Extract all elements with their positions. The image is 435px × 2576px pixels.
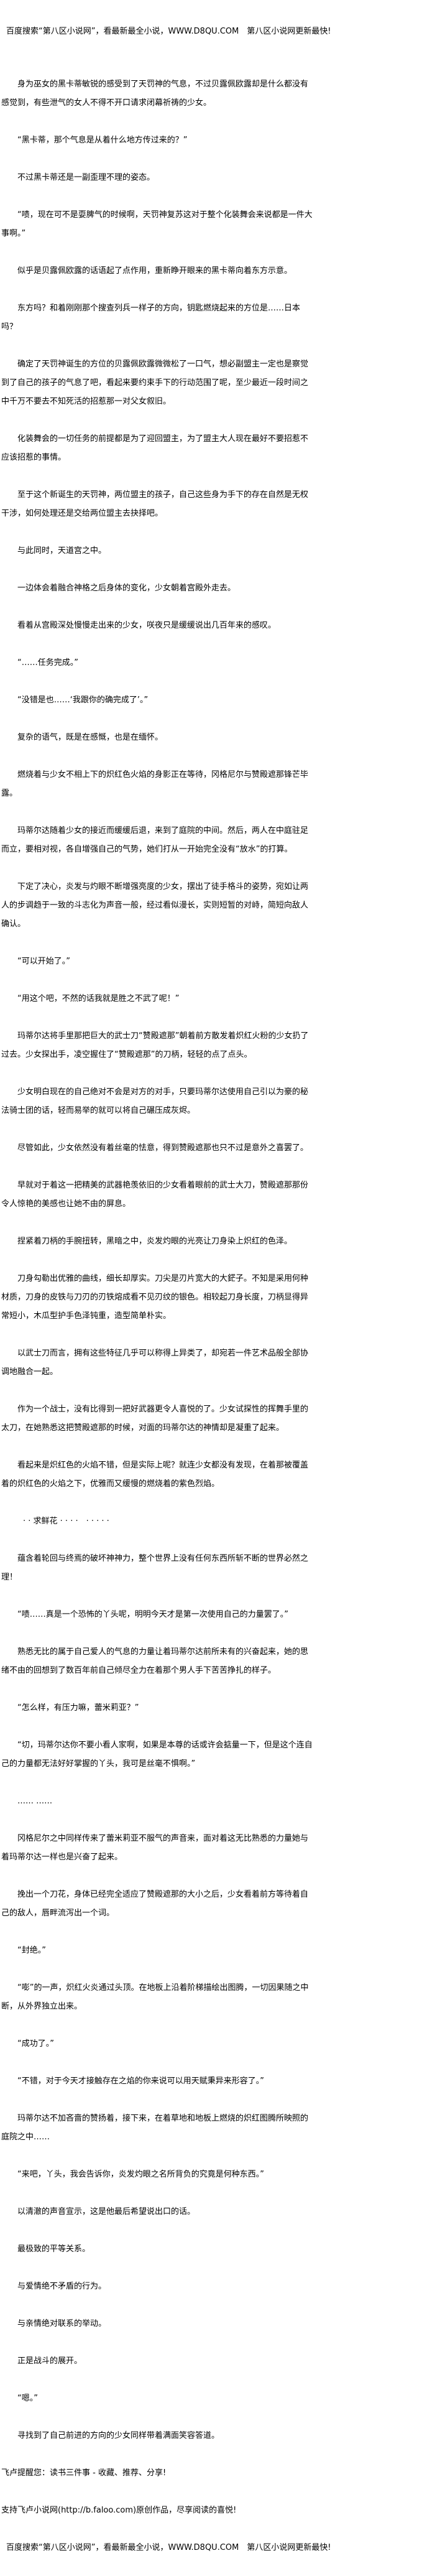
chapter-paragraph: 捏紧着刀柄的手腕扭转，黑暗之中，炎发灼眼的光亮让刀身染上炽红的色泽。 [17, 1237, 293, 1246]
chapter-paragraph: 最极致的平等关系。 [17, 2244, 91, 2254]
chapter-paragraph: 少女明白现在的自己绝对不会是对方的对手，只要玛蒂尔达使用自己引以为豪的秘法骑士团… [1, 1087, 309, 1115]
chapter-paragraph: 刀身勾勒出优雅的曲线，细长却厚实。刀尖是刃片宽大的大鋩子。不知是采用何种材质，刀… [1, 1274, 309, 1321]
chapter-paragraph: “……任务完成。” [17, 658, 78, 667]
chapter-paragraph: “没错是也……‘我跟你的确完成了’。” [17, 695, 149, 705]
chapter-paragraph: “成功了。” [17, 2039, 54, 2048]
chapter-paragraph: 东方吗？和着刚刚那个搜查列兵一样子的方向，钥匙燃烧起来的方位是……日本吗？ [1, 304, 301, 332]
chapter-paragraph: “封绝。” [17, 1946, 46, 1955]
chapter-paragraph: 以清澈的声音宣示，这是他最后希望说出口的话。 [17, 2207, 196, 2216]
chapter-page: 百度搜索“第八区小说网”，看最新最全小说，WWW.D8QU.COM 第八区小说网… [1, 22, 331, 2576]
site-banner-bottom: 百度搜索“第八区小说网”，看最新最全小说，WWW.D8QU.COM 第八区小说网… [6, 2543, 331, 2552]
chapter-paragraph: 至于这个新诞生的天罚神，两位盟主的孩子，自己这些身为手下的存在自然是无权干涉，如… [1, 490, 309, 518]
chapter-paragraph: 熟悉无比的属于自己爱人的气息的力量让着玛蒂尔达前所未有的兴奋起来，她的思绪不由的… [1, 1647, 309, 1675]
footer-reminder: 飞卢提醒您：读书三件事 - 收藏、推荐、分享! [1, 2468, 167, 2478]
chapter-paragraph: “来吧，丫头，我会告诉你，炎发灼眼之名所背负的究竟是何种东西。” [17, 2170, 264, 2179]
chapter-paragraph: “不错，对于今天才接触存在之焰的你来说可以用天赋秉异来形容了。” [17, 2076, 264, 2086]
chapter-paragraph: 复杂的语气，既是在感慨，也是在缅怀。 [17, 733, 163, 742]
chapter-paragraph: 玛蒂尔达随着少女的接近而缓缓后退，来到了庭院的中间。然后，两人在中庭驻足而立，要… [1, 826, 309, 854]
footer-support-link[interactable]: 支持飞卢小说网(http://b.faloo.com)原创作品，尽享阅读的喜悦! [1, 2506, 237, 2515]
chapter-paragraph: “啧……真是一个恐怖的丫头呢，明明今天才是第一次使用自己的力量罢了。” [17, 1610, 288, 1619]
chapter-paragraph: 蕴含着轮回与终焉的破坏神神力，整个世界上没有任何东西所斩不断的世界必然之理！ [1, 1554, 309, 1582]
chapter-paragraph: · · 求鲜花 · · · · · · · · · [23, 1517, 109, 1526]
chapter-paragraph: “切，玛蒂尔达你不要小看人家啊，如果是本尊的话或许会掂量一下，但是这个连自己的力… [1, 1741, 313, 1769]
chapter-paragraph: 化装舞会的一切任务的前提都是为了迎回盟主，为了盟主大人现在最好不要招惹不应该招惹… [1, 434, 309, 462]
chapter-paragraph: 挽出一个刀花，身体已经完全适应了赞殿遮那的大小之后，少女看着前方等待着自己的敌人… [1, 1890, 309, 1918]
chapter-paragraph: “可以开始了。” [17, 957, 70, 966]
chapter-paragraph: “啧，现在可不是耍脾气的时候啊，天罚神复苏这对于整个化装舞会来说都是一件大事啊。… [1, 210, 313, 238]
chapter-paragraph: 尽管如此，少女依然没有着丝毫的怯意，得到赞殿遮那也只不过是意外之喜罢了。 [17, 1143, 309, 1153]
chapter-paragraph: 玛蒂尔达不加吝啬的赞扬着，接下来，在着草地和地板上燃烧的炽红图腾所映照的庭院之中… [1, 2114, 309, 2142]
chapter-paragraph: 确定了天罚神诞生的方位的贝露佩欧露微微松了一口气，想必副盟主一定也是察觉到了自己… [1, 360, 309, 406]
chapter-paragraph: “嘭”的一声，炽红火炎通过头顶。在地板上沿着阶梯描绘出图腾，一切因果随之中断，从… [1, 1983, 309, 2011]
chapter-paragraph: 身为巫女的黑卡蒂敏锐的感受到了天罚神的气息，不过贝露佩欧露却是什么都没有感觉到，… [1, 80, 309, 108]
chapter-paragraph: 与亲情绝对联系的举动。 [17, 2319, 107, 2328]
chapter-paragraph: 一边体会着融合神格之后身体的变化，少女朝着宫殿外走去。 [17, 584, 236, 593]
chapter-paragraph: 玛蒂尔达将手里那把巨大的武士刀“赞殿遮那”朝着前方散发着炽红火粉的少女扔了过去。… [1, 1031, 309, 1059]
site-banner-top: 百度搜索“第八区小说网”，看最新最全小说，WWW.D8QU.COM 第八区小说网… [6, 27, 331, 36]
chapter-paragraph: 以武士刀而言，拥有这些特征几乎可以称得上异类了，却宛若一件艺术品般全部协调地融合… [1, 1349, 309, 1377]
chapter-paragraph: 似乎是贝露佩欧露的话语起了点作用，重新睁开眼来的黑卡蒂向着东方示意。 [17, 266, 293, 276]
chapter-paragraph: …… …… [17, 1797, 53, 1806]
chapter-paragraph: 燃烧着与少女不相上下的炽红色火焰的身影正在等待，冈格尼尔与赞殿遮那锋芒毕露。 [1, 770, 309, 798]
chapter-paragraph: 作为一个战士，没有比得到一把好武器更令人喜悦的了。少女试探性的挥舞手里的太刀，在… [1, 1405, 309, 1433]
chapter-paragraph: 下定了决心，炎发与灼眼不断增强亮度的少女，摆出了徒手格斗的姿势，宛如让两人的步调… [1, 882, 309, 929]
chapter-paragraph: 与此同时，天道宫之中。 [17, 546, 107, 556]
chapter-paragraph: 早就对于着这一把精美的武器艳羡依旧的少女看着眼前的武士大刀，赞殿遮那那份令人惊艳… [1, 1181, 309, 1209]
chapter-paragraph: 与爱情绝不矛盾的行为。 [17, 2282, 107, 2291]
chapter-paragraph: “用这个吧，不然的话我就是胜之不武了呢！” [17, 994, 180, 1003]
chapter-paragraph: 冈格尼尔之中同样传来了蕾米莉亚不服气的声音来，面对着这无比熟悉的力量她与着玛蒂尔… [1, 1834, 309, 1862]
chapter-paragraph: 看着从宫殿深处慢慢走出来的少女，咲夜只是缓缓说出几百年来的感叹。 [17, 621, 277, 630]
chapter-paragraph: 不过黑卡蒂还是一副歪理不理的姿态。 [17, 173, 155, 182]
chapter-paragraph: 正是战斗的展开。 [17, 2356, 83, 2366]
chapter-paragraph: 寻找到了自己前进的方向的少女同样带着满面笑容答道。 [17, 2431, 220, 2440]
chapter-paragraph: 看起来是炽红色的火焰不错，但是实际上呢？就连少女都没有发现，在着那被覆盖着的炽红… [1, 1461, 309, 1489]
chapter-paragraph: “怎么样，有压力嘛，蕾米莉亚？” [17, 1703, 139, 1713]
chapter-body: 身为巫女的黑卡蒂敏锐的感受到了天罚神的气息，不过贝露佩欧露却是什么都没有感觉到，… [1, 75, 316, 2445]
chapter-paragraph: “嗯。” [17, 2394, 38, 2403]
chapter-paragraph: “黑卡蒂，那个气息是从着什么地方传过来的？” [17, 136, 188, 145]
